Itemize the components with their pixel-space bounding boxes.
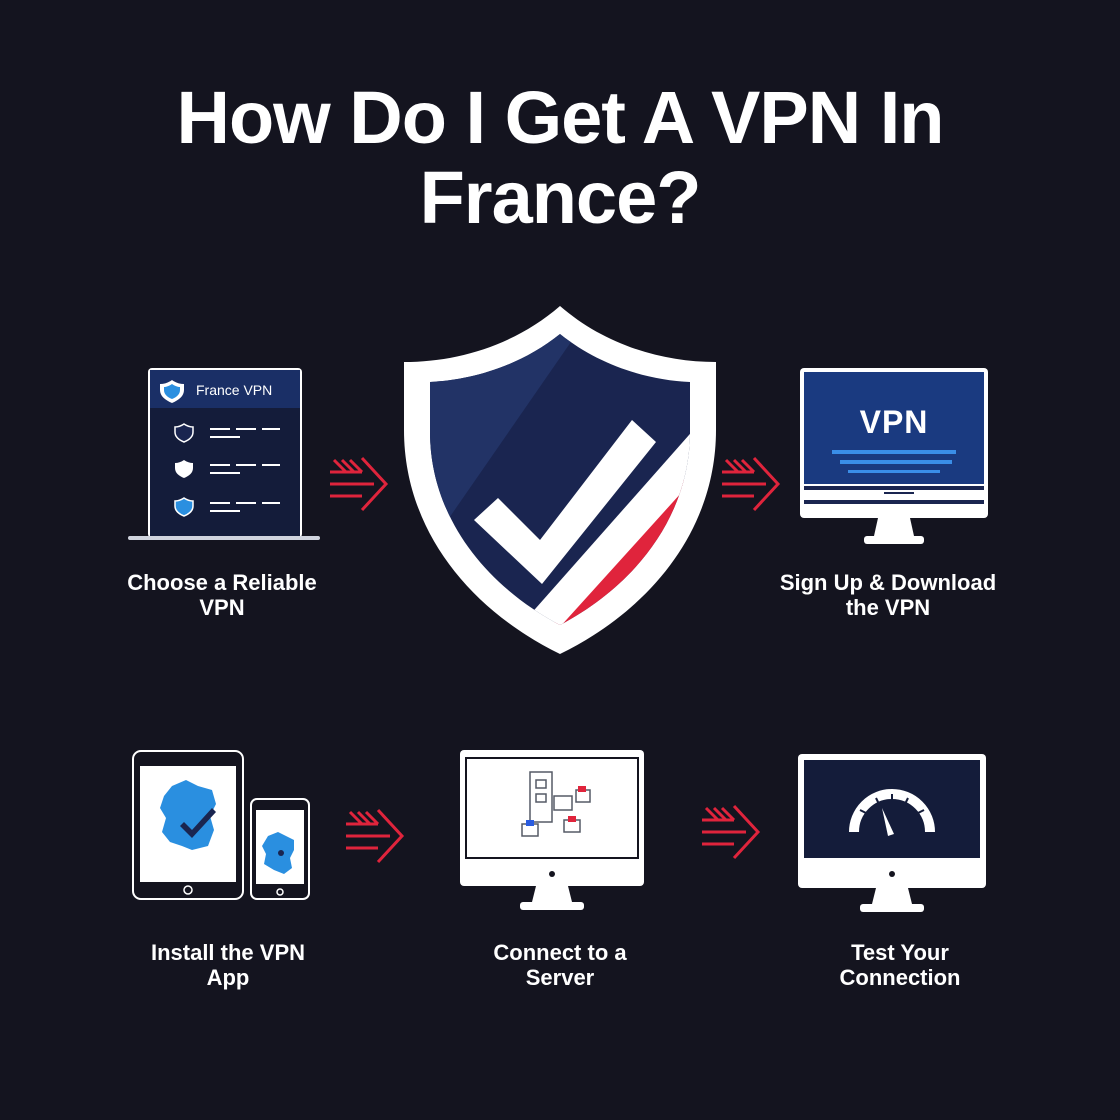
step-label-choose-vpn: Choose a Reliable VPN: [127, 570, 317, 620]
step-label-install-app: Install the VPN App: [150, 940, 306, 990]
arrow-right-icon: [328, 454, 392, 514]
france-map-icon: [160, 780, 216, 850]
page-title: How Do I Get A VPN In France?: [0, 78, 1120, 238]
monitor-icon: VPN: [800, 368, 988, 546]
page-title-line2: France?: [419, 156, 702, 239]
step-label-test-connection: Test Your Connection: [839, 940, 961, 990]
monitor-icon: [798, 754, 986, 914]
step-label-signup-download: Sign Up & Download the VPN: [779, 570, 997, 620]
laptop-icon: France VPN: [128, 368, 320, 544]
checkmark-icon: [180, 808, 216, 838]
step-label-connect-server: Connect to a Server: [493, 940, 627, 990]
page-title-line1: How Do I Get A VPN In: [176, 76, 945, 159]
shield-check-icon: [400, 300, 720, 660]
speedometer-icon: [849, 789, 935, 836]
phone-icon: [250, 798, 310, 900]
arrow-right-icon: [720, 454, 784, 514]
arrow-right-icon: [344, 806, 408, 866]
arrow-right-icon: [700, 802, 764, 862]
laptop-app-name: France VPN: [196, 382, 273, 398]
monitor-icon: [460, 750, 644, 912]
server-icon: [521, 771, 591, 837]
monitor-vpn-logo: VPN: [859, 404, 929, 440]
tablet-icon: [132, 750, 244, 900]
